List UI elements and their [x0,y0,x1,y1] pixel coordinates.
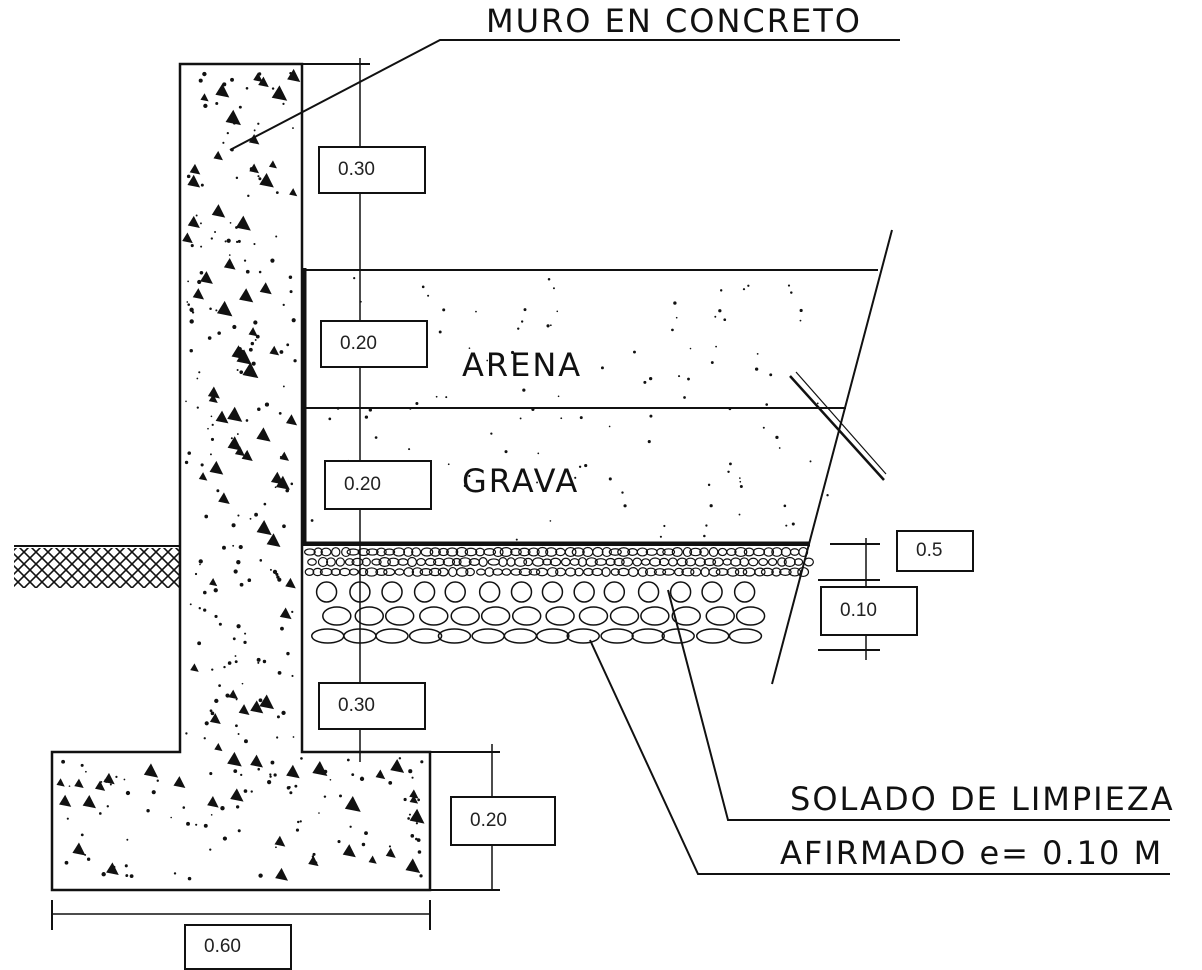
dimension-box-slab: 0.10 [820,586,918,636]
excavation-slope-line [771,229,893,685]
dimension-box-slab-small: 0.5 [896,530,974,572]
cleaning-slab-label: SOLADO DE LIMPIEZA [790,780,1175,818]
gravel-label: GRAVA [462,462,579,500]
base-course-stones [310,581,766,644]
wall-leader-line [229,39,900,151]
break-mark-line [789,375,885,481]
dimension-box-footing-height: 0.20 [450,796,556,846]
cleaning-slab-texture [304,546,814,578]
footing-height-ticks [430,751,500,891]
dimension-box-sand: 0.20 [320,320,428,368]
base-course-label: AFIRMADO e= 0.10 M [780,834,1163,872]
footing-width-ticks [51,900,431,930]
base-course-leader-line [589,639,1170,875]
concrete-aggregate-texture [56,68,425,881]
natural-ground-hatch [14,548,180,588]
cleaning-slab-leader-line [667,589,1170,821]
break-mark-line-2 [795,371,887,475]
dimension-box-wall-lower: 0.30 [318,682,426,730]
wall-label: MURO EN CONCRETO [486,2,862,40]
slab-dimension-ticks [818,543,880,651]
dimension-box-wall-top: 0.30 [318,146,426,194]
dimension-box-gravel: 0.20 [324,460,432,510]
dimension-box-footing-width: 0.60 [184,924,292,970]
sand-label: ARENA [462,346,582,384]
dimension-ticks [302,63,370,753]
